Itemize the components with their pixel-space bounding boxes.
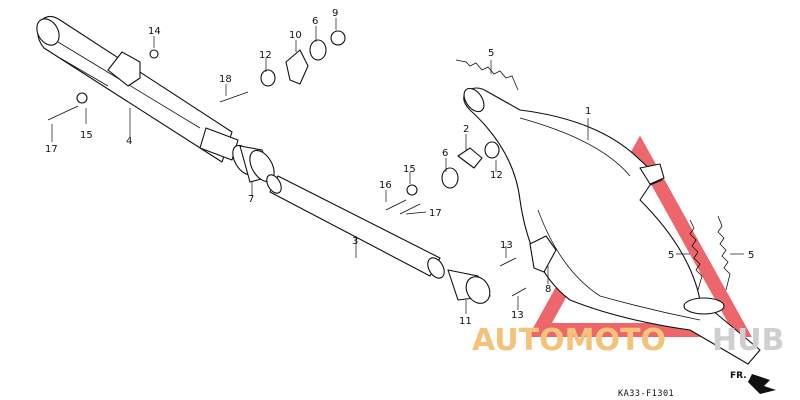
expansion-chamber-part bbox=[463, 87, 761, 365]
spring-top-part bbox=[455, 59, 519, 91]
watermark-text-b: HUB bbox=[712, 323, 784, 358]
callout-1: 1 bbox=[585, 106, 591, 117]
direction-label: FR. bbox=[730, 371, 747, 381]
callout-7: 7 bbox=[248, 194, 254, 205]
callout-13-upper: 13 bbox=[500, 240, 513, 251]
callout-11: 11 bbox=[459, 316, 472, 327]
callout-12-lower: 12 bbox=[490, 170, 503, 181]
callout-17-left: 17 bbox=[45, 144, 58, 155]
spring-right-part bbox=[717, 215, 731, 291]
callout-2: 2 bbox=[463, 124, 469, 135]
leader-lines bbox=[51, 18, 744, 314]
callout-5-mid: 5 bbox=[668, 250, 674, 261]
band-part bbox=[447, 269, 491, 304]
stay-part bbox=[285, 49, 309, 85]
spring-mid-part bbox=[689, 219, 703, 291]
front-direction-arrow bbox=[748, 374, 776, 394]
callout-labels: 1 2 3 4 5 5 5 6 6 7 8 9 10 11 12 12 13 1… bbox=[45, 8, 754, 327]
washer-part bbox=[76, 30, 418, 196]
callout-8: 8 bbox=[545, 284, 551, 295]
watermark-text-a: AUTOMOTO bbox=[472, 323, 666, 358]
bracket-part bbox=[529, 235, 557, 273]
callout-15-right: 15 bbox=[403, 164, 416, 175]
callout-13-lower: 13 bbox=[511, 310, 524, 321]
callout-14: 14 bbox=[148, 26, 161, 37]
gasket-part bbox=[457, 147, 483, 169]
callout-10: 10 bbox=[289, 30, 302, 41]
callout-17-right: 17 bbox=[429, 208, 442, 219]
callout-16: 16 bbox=[379, 180, 392, 191]
callout-12-upper: 12 bbox=[259, 50, 272, 61]
callout-4: 4 bbox=[126, 136, 132, 147]
joint-rubber-part bbox=[232, 144, 275, 183]
callout-5-right: 5 bbox=[748, 250, 754, 261]
bolt-part bbox=[47, 49, 527, 297]
diagram-code: KA33-F1301 bbox=[618, 389, 674, 399]
collar-part bbox=[260, 69, 500, 159]
watermark-text: AUTOMOTO HUB bbox=[472, 323, 784, 358]
callout-18: 18 bbox=[219, 74, 232, 85]
callout-9: 9 bbox=[332, 8, 338, 19]
callout-15-left: 15 bbox=[80, 130, 93, 141]
pipe-part bbox=[266, 174, 445, 279]
silencer-part bbox=[36, 15, 239, 163]
grommet-part bbox=[309, 39, 459, 189]
callout-6-upper: 6 bbox=[312, 16, 318, 27]
callout-6-lower: 6 bbox=[442, 148, 448, 159]
callout-3: 3 bbox=[352, 236, 358, 247]
callout-5-top: 5 bbox=[488, 48, 494, 59]
